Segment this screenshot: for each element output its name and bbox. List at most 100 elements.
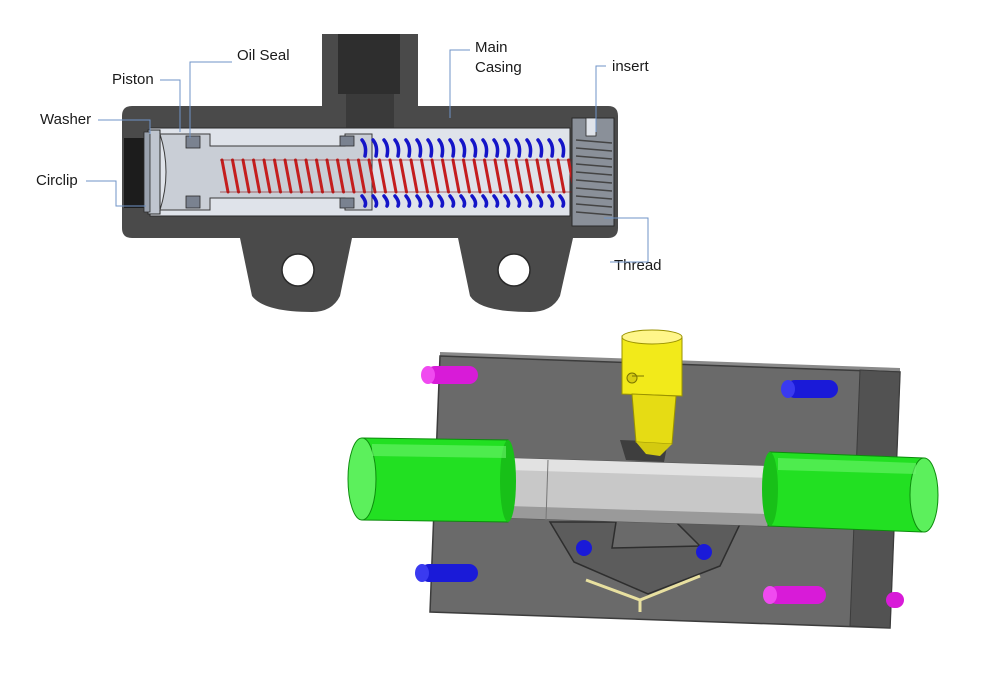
piston-spring-coil bbox=[430, 158, 440, 194]
leader-thread bbox=[604, 217, 649, 263]
piston-spring-coil bbox=[441, 158, 450, 194]
label-main-casing-line1: Main bbox=[475, 39, 508, 56]
piston-spring-coil bbox=[472, 158, 482, 194]
return-spring-coil-top bbox=[503, 138, 511, 158]
label-circlip: Circlip bbox=[36, 172, 78, 189]
return-spring-coil-top bbox=[360, 138, 368, 158]
guide-pin-blue-bottom-left bbox=[415, 564, 478, 582]
piston-spring-coil bbox=[325, 158, 335, 194]
return-spring-coil-bottom bbox=[393, 194, 401, 208]
piston-spring-coil bbox=[220, 158, 230, 194]
outlet-port bbox=[338, 34, 400, 94]
thread bbox=[575, 139, 613, 216]
leader-circlip bbox=[86, 180, 146, 207]
return-spring-coil-top bbox=[492, 138, 500, 158]
label-oil-seal: Oil Seal bbox=[237, 47, 290, 64]
piston-spring-coil bbox=[294, 158, 303, 194]
thread-line bbox=[575, 187, 613, 192]
return-spring-coil-bottom bbox=[426, 194, 434, 208]
return-spring-coil-bottom bbox=[547, 194, 555, 208]
leader-oil-seal bbox=[189, 61, 232, 138]
leader-washer bbox=[98, 119, 151, 134]
return-spring-coil-bottom bbox=[448, 194, 456, 208]
piston-spring-coil bbox=[399, 158, 408, 194]
mold-assembly bbox=[347, 329, 939, 629]
return-spring-coil-bottom bbox=[481, 194, 489, 208]
guide-pin-blue-top-right bbox=[781, 380, 838, 398]
piston-spring-coil bbox=[336, 158, 345, 194]
piston-spring-coil bbox=[525, 158, 534, 194]
oil-seal-mid-bottom bbox=[339, 197, 355, 209]
piston-spring-coil bbox=[388, 158, 398, 194]
return-spring-coil-top bbox=[470, 138, 478, 158]
thread-line bbox=[575, 155, 613, 160]
piston-spring-coil bbox=[304, 158, 314, 194]
return-spring-coil-top bbox=[448, 138, 456, 158]
return-spring-coil-bottom bbox=[437, 194, 445, 208]
piston-spring-coil bbox=[420, 158, 429, 194]
thread-line bbox=[575, 179, 613, 184]
return-spring-coil-bottom bbox=[382, 194, 390, 208]
ejector-hole-right bbox=[696, 544, 712, 560]
piston-spring-coil bbox=[357, 158, 366, 194]
piston-spring-coil bbox=[462, 158, 471, 194]
return-spring-coil-bottom bbox=[536, 194, 544, 208]
circlip bbox=[143, 131, 151, 213]
thread-line bbox=[575, 147, 613, 152]
center-core-shadow bbox=[506, 506, 768, 526]
return-spring-coil-bottom bbox=[459, 194, 467, 208]
return-spring-coil-top bbox=[404, 138, 412, 158]
piston-spring-coil bbox=[546, 158, 555, 194]
thread-line bbox=[575, 163, 613, 168]
oil-seal-mid-top bbox=[339, 135, 355, 147]
thread-line bbox=[575, 139, 613, 144]
return-spring-coil-bottom bbox=[470, 194, 478, 208]
return-spring-coil-top bbox=[558, 138, 566, 158]
label-piston: Piston bbox=[112, 71, 154, 88]
return-spring-coil-bottom bbox=[360, 194, 368, 208]
piston-spring-coil bbox=[493, 158, 503, 194]
return-spring bbox=[360, 138, 566, 208]
return-spring-coil-top bbox=[525, 138, 533, 158]
piston-spring-coil bbox=[504, 158, 513, 194]
piston-spring-coil bbox=[535, 158, 545, 194]
core-pin-left bbox=[347, 437, 516, 523]
return-spring-coil-top bbox=[437, 138, 445, 158]
guide-pin-magenta-bottom-right bbox=[763, 586, 826, 604]
mount-hole-right bbox=[497, 253, 531, 287]
piston-spring-coil bbox=[378, 158, 387, 194]
oil-seal-bottom bbox=[185, 195, 201, 209]
piston-spring-coil bbox=[556, 158, 566, 194]
piston-spring-coil bbox=[241, 158, 251, 194]
piston-spring-coil bbox=[231, 158, 240, 194]
outlet-port-inner bbox=[346, 94, 394, 134]
return-spring-coil-top bbox=[415, 138, 423, 158]
return-spring-coil-bottom bbox=[492, 194, 500, 208]
guide-pin-magenta-edge bbox=[886, 592, 904, 608]
piston-spring-coil bbox=[262, 158, 272, 194]
return-spring-coil-top bbox=[371, 138, 379, 158]
piston-spring-coil bbox=[315, 158, 324, 194]
mount-hole-left bbox=[281, 253, 315, 287]
thread-line bbox=[575, 203, 613, 208]
piston-spring-coil bbox=[346, 158, 356, 194]
thread-line bbox=[575, 171, 613, 176]
label-insert: insert bbox=[612, 58, 650, 75]
return-spring-coil-bottom bbox=[415, 194, 423, 208]
leader-main-casing bbox=[449, 49, 470, 118]
return-spring-coil-bottom bbox=[558, 194, 566, 208]
piston-spring-coil bbox=[483, 158, 492, 194]
insert-slot-top bbox=[585, 117, 597, 137]
sprue-bushing bbox=[621, 329, 683, 456]
leader-insert bbox=[595, 65, 606, 132]
return-spring-coil-top bbox=[459, 138, 467, 158]
label-thread: Thread bbox=[614, 257, 662, 274]
center-core-step bbox=[545, 459, 549, 521]
oil-seal-top bbox=[185, 135, 201, 149]
return-spring-coil-bottom bbox=[371, 194, 379, 208]
piston-spring-coil bbox=[514, 158, 524, 194]
return-spring-coil-bottom bbox=[404, 194, 412, 208]
return-spring-coil-bottom bbox=[503, 194, 511, 208]
label-main-casing-line2: Casing bbox=[475, 59, 522, 76]
